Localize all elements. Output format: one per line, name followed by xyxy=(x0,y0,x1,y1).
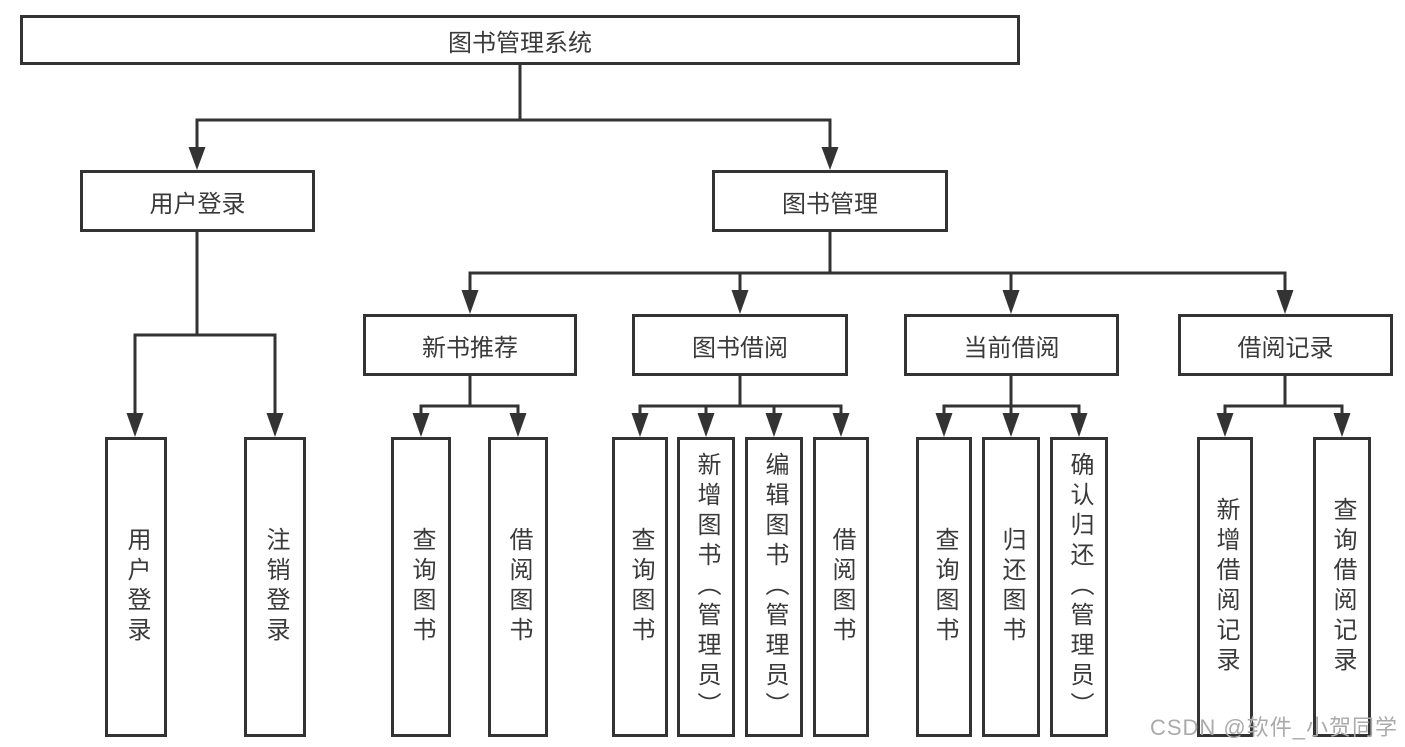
leaf-add-borrow-record: 新增借阅记录 xyxy=(1197,437,1253,737)
leaf-add-books-admin: 新增图书（管理员） xyxy=(677,437,735,737)
leaf-edit-books-admin-label: 编辑图书（管理员） xyxy=(761,452,788,722)
leaf-return-books: 归还图书 xyxy=(982,437,1040,737)
leaf-user-login-label: 用户登录 xyxy=(123,527,150,647)
leaf-query-borrow-record-label: 查询借阅记录 xyxy=(1329,497,1356,677)
connector-borrow-records-to-leaves xyxy=(1216,376,1351,437)
leaf-add-books-admin-label: 新增图书（管理员） xyxy=(693,452,720,722)
leaf-edit-books-admin: 编辑图书（管理员） xyxy=(745,437,803,737)
leaf-query-books-1: 查询图书 xyxy=(391,437,451,737)
leaf-confirm-return-admin-label: 确认归还（管理员） xyxy=(1066,452,1093,722)
watermark: CSDN @软件_小贺同学 xyxy=(1149,715,1398,740)
node-book-borrow: 图书借阅 xyxy=(632,314,848,376)
leaf-borrow-books-2-label: 借阅图书 xyxy=(828,527,855,647)
leaf-query-books-3: 查询图书 xyxy=(916,437,972,737)
node-current-borrow: 当前借阅 xyxy=(904,314,1119,376)
leaf-query-books-2-label: 查询图书 xyxy=(627,527,654,647)
connector-root-to-level2 xyxy=(188,65,839,170)
leaf-borrow-books-1: 借阅图书 xyxy=(488,437,548,737)
connector-user-login-to-leaves xyxy=(126,232,284,437)
leaf-return-books-label: 归还图书 xyxy=(998,527,1025,647)
leaf-confirm-return-admin: 确认归还（管理员） xyxy=(1050,437,1108,737)
connector-current-borrow-to-leaves xyxy=(935,376,1088,437)
node-root: 图书管理系统 xyxy=(20,15,1020,65)
node-user-login: 用户登录 xyxy=(80,170,315,232)
leaf-borrow-books-1-label: 借阅图书 xyxy=(505,527,532,647)
node-new-book-recommend: 新书推荐 xyxy=(363,314,577,376)
node-borrow-records: 借阅记录 xyxy=(1178,314,1393,376)
leaf-add-borrow-record-label: 新增借阅记录 xyxy=(1212,497,1239,677)
leaf-logout-label: 注销登录 xyxy=(262,527,289,647)
connector-book-borrow-to-leaves xyxy=(631,376,850,437)
leaf-logout: 注销登录 xyxy=(244,437,306,737)
leaf-query-books-2: 查询图书 xyxy=(612,437,668,737)
node-book-management: 图书管理 xyxy=(712,170,948,232)
connector-book-management-to-level3 xyxy=(461,232,1294,314)
leaf-query-books-3-label: 查询图书 xyxy=(931,527,958,647)
leaf-query-books-1-label: 查询图书 xyxy=(408,527,435,647)
connector-new-book-recommend-to-leaves xyxy=(412,376,527,437)
leaf-borrow-books-2: 借阅图书 xyxy=(813,437,869,737)
leaf-user-login: 用户登录 xyxy=(105,437,167,737)
leaf-query-borrow-record: 查询借阅记录 xyxy=(1313,437,1371,737)
